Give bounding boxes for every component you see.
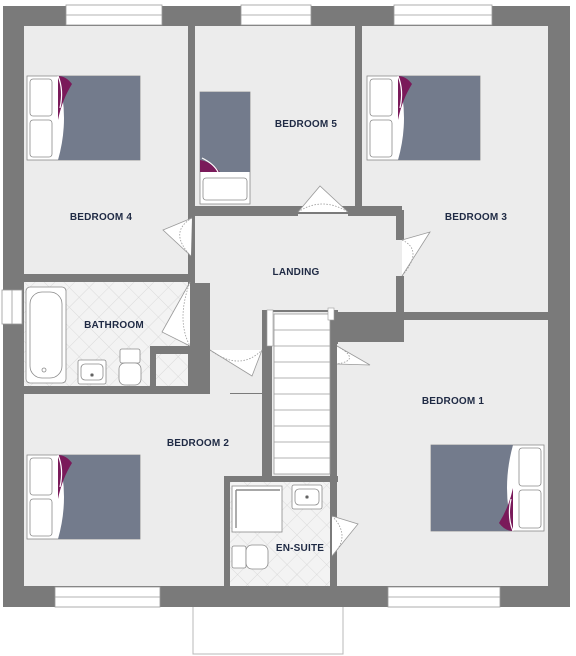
landing-floor bbox=[195, 214, 400, 350]
windows bbox=[1, 4, 501, 608]
door-bedroom2 bbox=[209, 349, 263, 377]
label-bedroom4: BEDROOM 4 bbox=[70, 212, 133, 223]
door-bedroom5 bbox=[297, 185, 349, 213]
door-bedroom3 bbox=[401, 231, 431, 277]
porch-outline bbox=[192, 607, 344, 655]
door-bedroom1 bbox=[336, 345, 371, 366]
label-bedroom3: BEDROOM 3 bbox=[445, 212, 508, 223]
label-bedroom1: BEDROOM 1 bbox=[422, 396, 485, 407]
label-ensuite: EN-SUITE bbox=[276, 543, 324, 554]
bathroom-fixtures bbox=[25, 286, 142, 386]
door-bedroom4 bbox=[162, 217, 193, 257]
bed-bedroom2 bbox=[26, 454, 141, 540]
label-bedroom5: BEDROOM 5 bbox=[275, 119, 338, 130]
door-ensuite bbox=[331, 515, 359, 557]
bed-bedroom5 bbox=[199, 91, 251, 205]
ensuite-toilet-icon bbox=[231, 545, 247, 569]
shower-icon bbox=[231, 485, 283, 533]
staircase bbox=[266, 307, 335, 475]
doors bbox=[161, 185, 431, 557]
ensuite-fixtures bbox=[231, 484, 323, 570]
bed-bedroom4 bbox=[26, 75, 141, 161]
internal-walls bbox=[24, 26, 548, 586]
bed-bedroom1 bbox=[430, 444, 545, 532]
bed-bedroom3 bbox=[366, 75, 481, 161]
door-bathroom bbox=[161, 281, 191, 347]
label-landing: LANDING bbox=[273, 267, 320, 278]
label-bathroom: BATHROOM bbox=[84, 320, 144, 331]
toilet-icon bbox=[119, 348, 141, 364]
label-bedroom2: BEDROOM 2 bbox=[167, 438, 230, 449]
